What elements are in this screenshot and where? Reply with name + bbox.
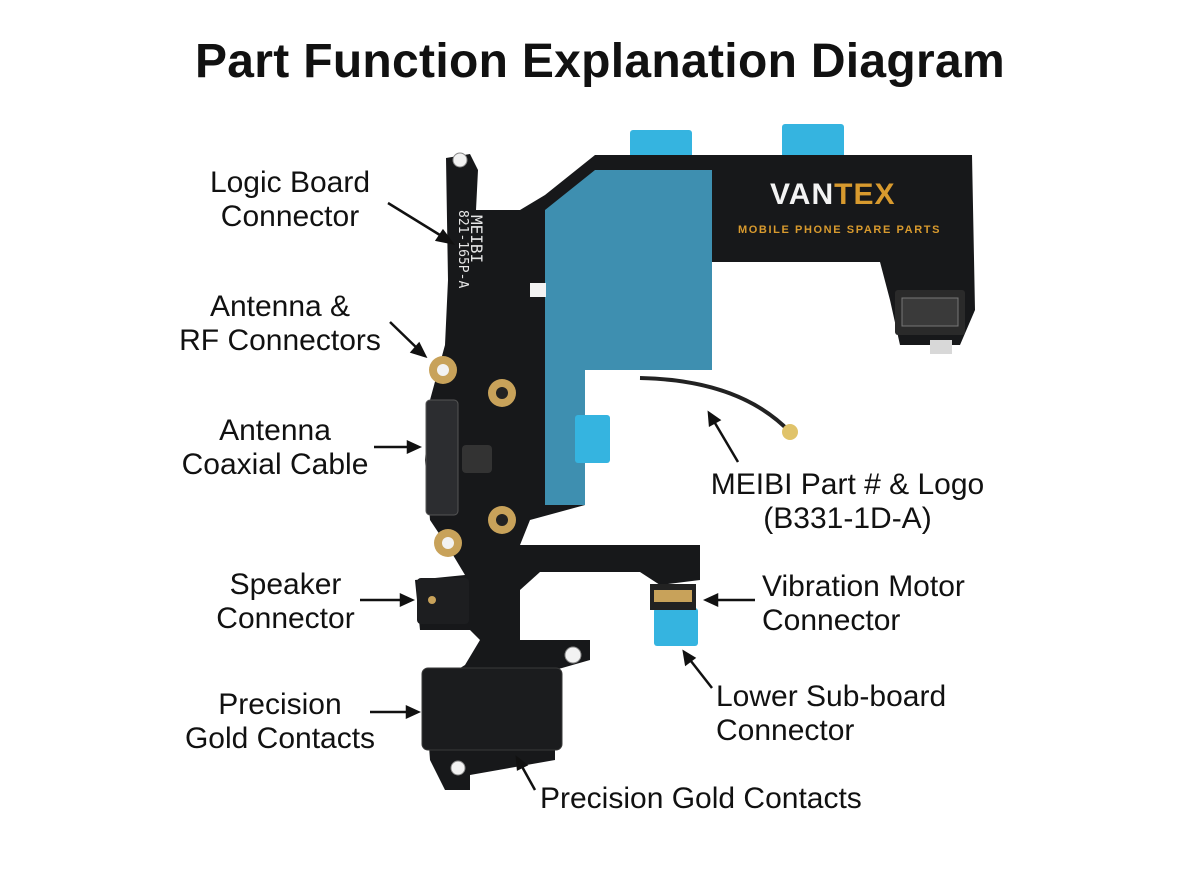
microphone (462, 445, 492, 473)
connector-foot (930, 340, 952, 354)
label-antenna-rf-connectors: Antenna & RF Connectors (179, 290, 381, 357)
mounting-hole (452, 152, 468, 168)
label-speaker-connector: Speaker Connector (216, 568, 355, 635)
label-vibration-motor-connector: Vibration Motor Connector (762, 570, 965, 637)
blue-tape-tab (575, 415, 610, 463)
label-precision-gold-contacts-bottom: Precision Gold Contacts (540, 782, 862, 815)
brand-logo: VANTEX (770, 178, 896, 211)
label-precision-gold-contacts-left: Precision Gold Contacts (184, 688, 376, 755)
mounting-hole (450, 760, 466, 776)
label-lower-sub-board-connector: Lower Sub-board Connector (716, 680, 947, 747)
pcb-part-code: 821-165P-A (455, 210, 470, 289)
brand-tagline: MOBILE PHONE SPARE PARTS (738, 224, 942, 236)
arrow-logic-board (387, 201, 449, 242)
speaker-connector (417, 578, 469, 624)
label-meibi-part-logo: MEIBI Part # & Logo (B331-1D-A) (710, 468, 985, 535)
blue-tape-tab (782, 124, 844, 158)
label-antenna-coaxial-cable: Antenna Coaxial Cable (181, 414, 369, 481)
blue-stiffener (545, 170, 712, 505)
arrow-meibi (710, 417, 740, 463)
page-title: Part Function Explanation Diagram (194, 35, 1005, 88)
charging-port (425, 399, 459, 516)
mounting-hole (564, 646, 582, 664)
coax-connector (782, 424, 798, 440)
blue-tape-tab (654, 608, 698, 646)
headphone-jack (421, 667, 563, 751)
coax-cable (639, 376, 792, 434)
label-logic-board-connector: Logic Board Connector (209, 166, 371, 233)
board-connector-pins (901, 297, 959, 327)
